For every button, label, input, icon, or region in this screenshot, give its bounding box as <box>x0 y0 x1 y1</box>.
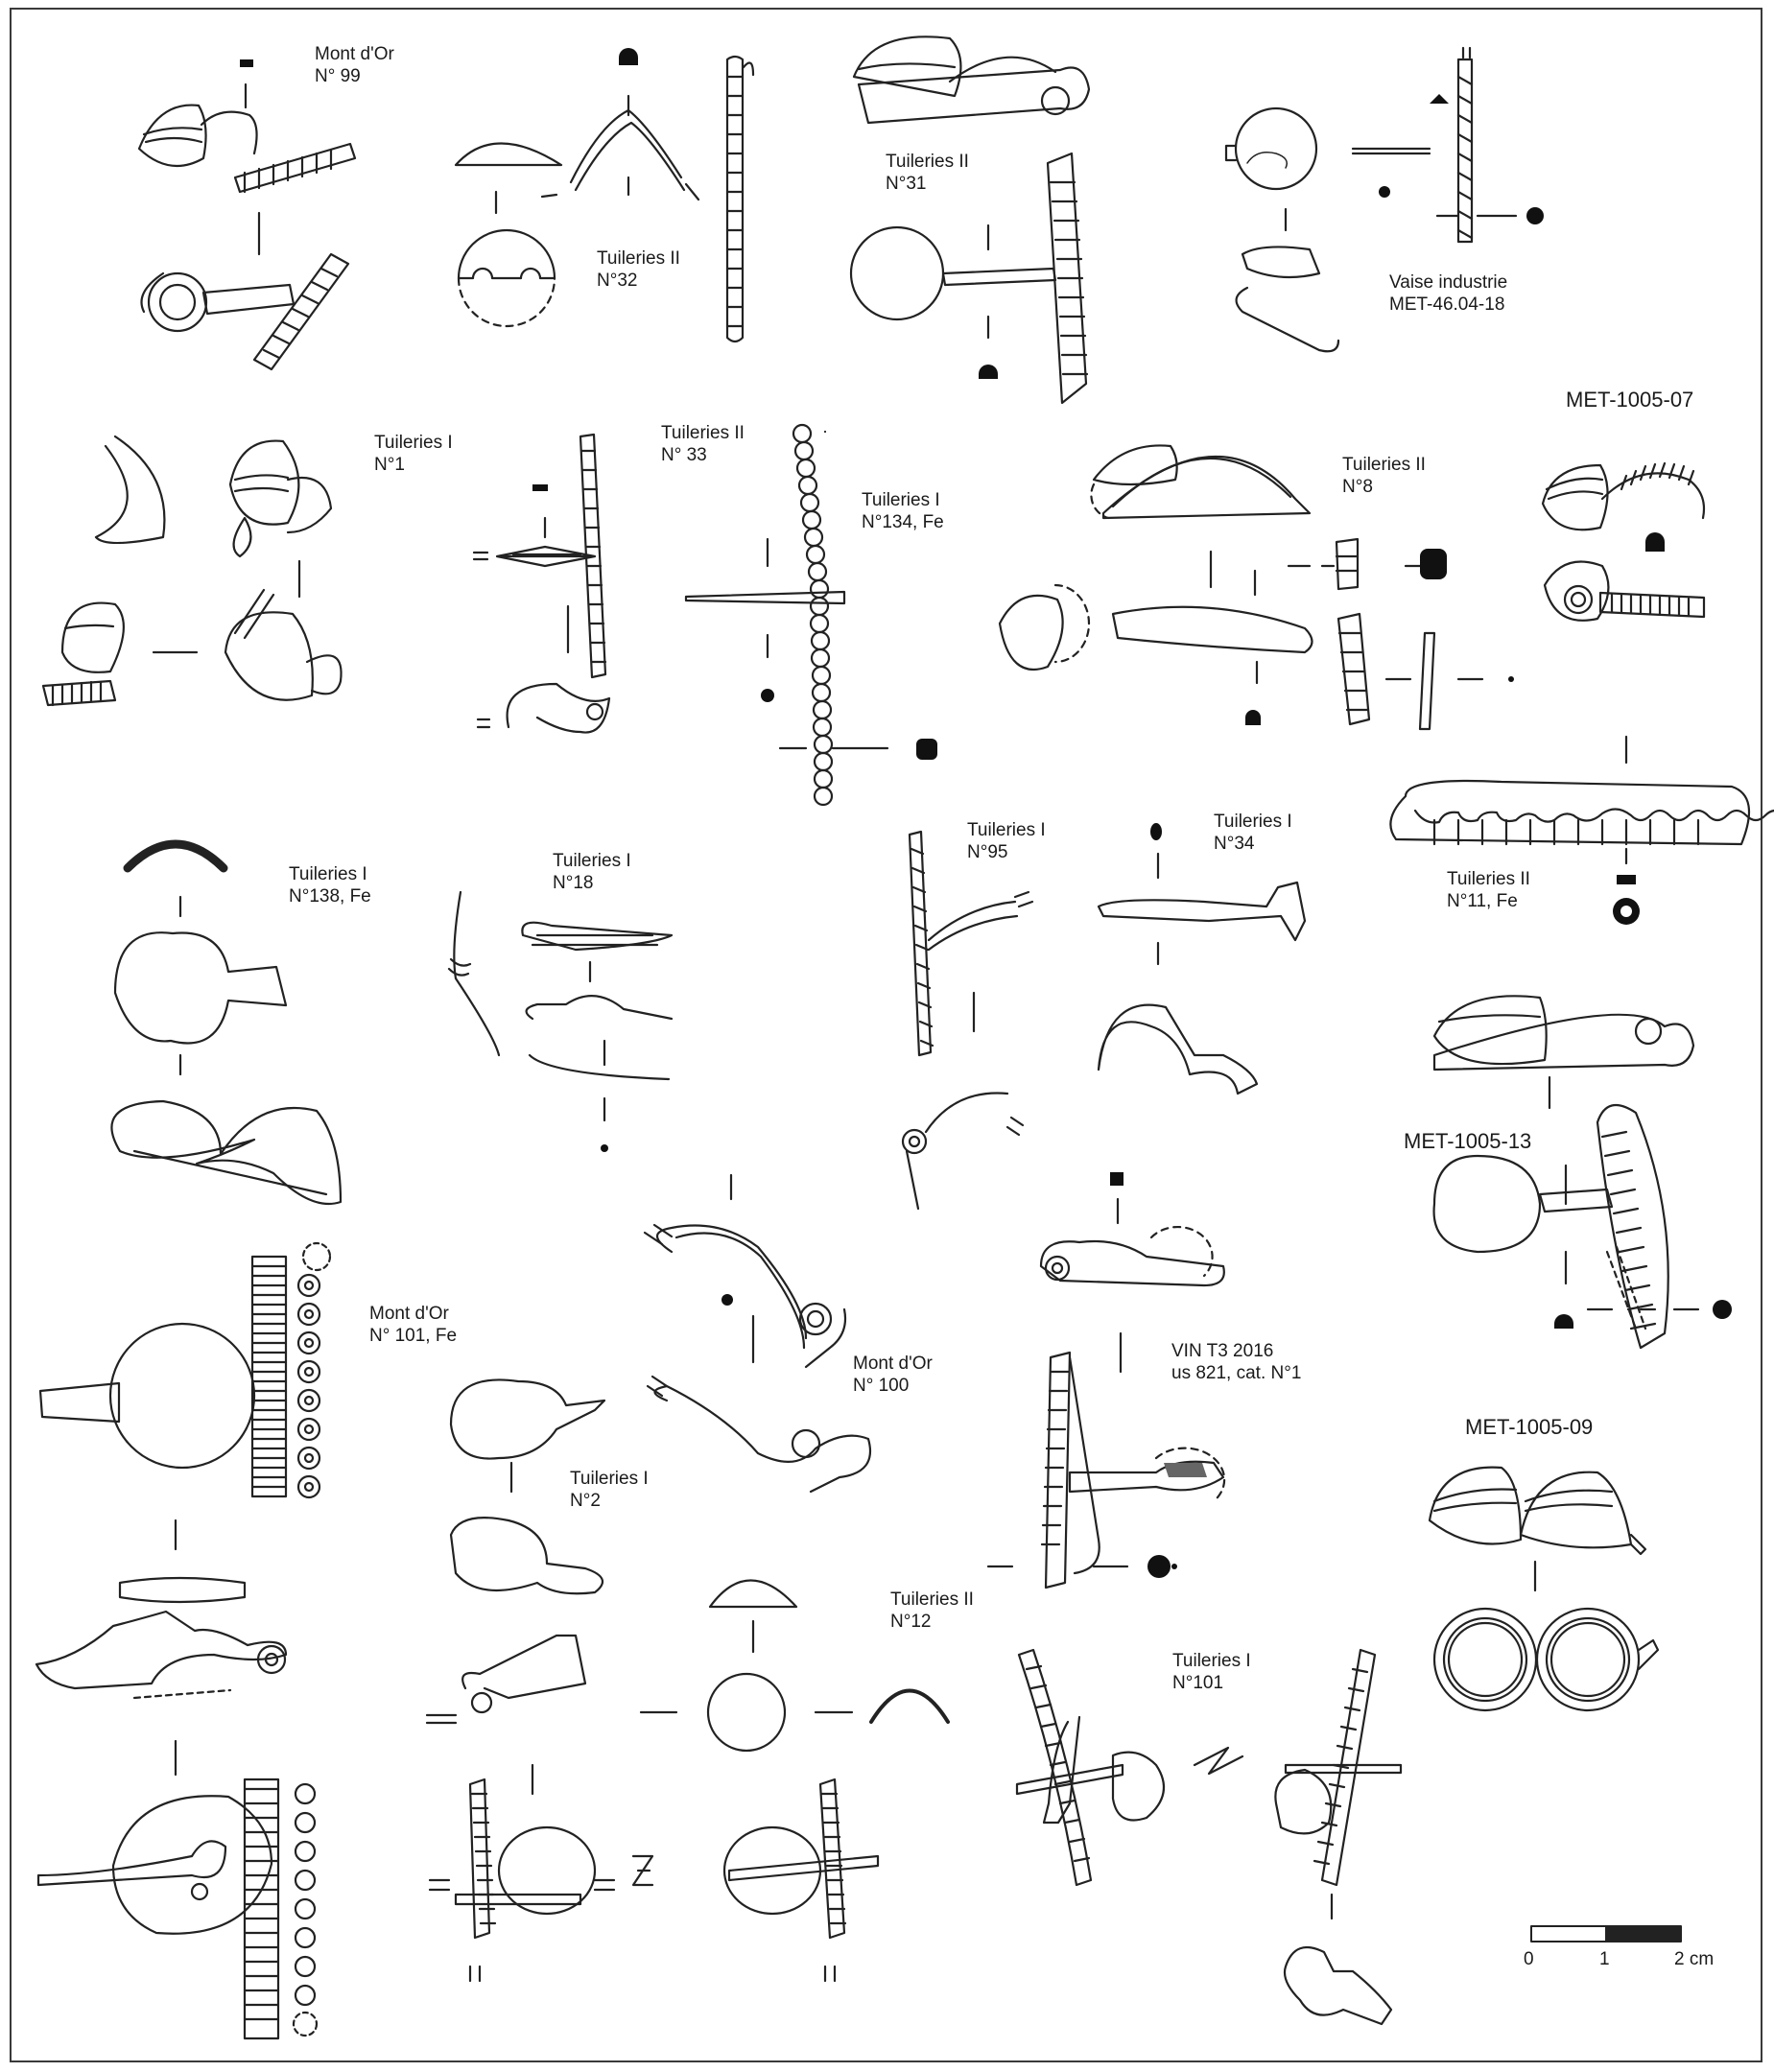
fibula-tuileries2-32 <box>454 48 755 343</box>
scale-tick-0: 0 <box>1524 1949 1534 1969</box>
label-site: Tuileries I <box>967 820 1046 840</box>
label-number: MET-1005-09 <box>1465 1415 1594 1439</box>
label-vin-t3-2016: VIN T3 2016 us 821, cat. N°1 <box>1171 1340 1301 1384</box>
label-site: Mont d'Or <box>369 1304 449 1324</box>
label-tuileries1-95: Tuileries I N°95 <box>967 819 1046 863</box>
label-number: N°32 <box>597 271 638 291</box>
label-site: Tuileries I <box>1172 1651 1251 1671</box>
fibula-tuileries1-2 <box>449 1378 606 1595</box>
fibula-tuileries1-18 <box>447 890 674 1152</box>
fibula-vaise-industrie <box>1224 46 1544 353</box>
label-number: N°95 <box>967 842 1008 862</box>
label-site: Mont d'Or <box>315 44 394 64</box>
label-mont-dor-100: Mont d'Or N° 100 <box>853 1353 933 1397</box>
label-number: N° 100 <box>853 1376 910 1396</box>
fibula-mont-dor-101 <box>35 1241 332 2040</box>
label-number: N°8 <box>1342 477 1373 497</box>
label-met-1005-07: MET-1005-07 <box>1566 388 1693 412</box>
fibula-tuileries1-1 <box>41 435 343 707</box>
label-number: us 821, cat. N°1 <box>1171 1363 1302 1383</box>
scale-bar <box>1530 1925 1682 1942</box>
label-number: N°2 <box>570 1491 601 1511</box>
fibula-tuileries1-34 <box>1097 823 1307 1095</box>
label-number: N°101 <box>1172 1673 1224 1693</box>
label-tuileries1-18: Tuileries I N°18 <box>553 850 631 894</box>
label-number: MET-1005-07 <box>1566 388 1694 412</box>
label-tuileries1-138: Tuileries I N°138, Fe <box>289 863 371 907</box>
label-number: N° 33 <box>661 445 707 465</box>
fibula-tuileries2-8 <box>998 444 1514 731</box>
label-site: Tuileries II <box>597 248 680 269</box>
label-site: Vaise industrie <box>1389 272 1508 293</box>
label-site: Tuileries I <box>289 864 367 884</box>
label-tuileries2-31: Tuileries II N°31 <box>886 151 969 195</box>
label-tuileries2-11: Tuileries II N°11, Fe <box>1447 868 1530 912</box>
fibula-tuileries2-12 <box>425 1579 950 1983</box>
fibula-met-1005-09 <box>1428 1466 1660 1712</box>
fibula-tuileries1-134 <box>684 423 937 807</box>
fibula-tuileries1-138 <box>110 839 343 1206</box>
label-site: VIN T3 2016 <box>1171 1341 1274 1361</box>
label-tuileries2-12: Tuileries II N°12 <box>890 1589 974 1633</box>
label-site: Tuileries II <box>1447 869 1530 889</box>
label-number: N°1 <box>374 455 405 475</box>
label-site: Tuileries I <box>553 851 631 871</box>
label-number: N°31 <box>886 174 927 194</box>
fibula-met-1005-13 <box>1432 995 1732 1350</box>
fibula-tuileries1-101 <box>1015 1648 1403 2026</box>
label-met-1005-09: MET-1005-09 <box>1465 1415 1593 1440</box>
label-number: MET-46.04-18 <box>1389 294 1505 315</box>
label-tuileries1-134: Tuileries I N°134, Fe <box>862 489 944 533</box>
label-number: N°12 <box>890 1612 932 1632</box>
fibula-mont-dor-100 <box>643 1173 872 1494</box>
label-met-1005-13: MET-1005-13 <box>1404 1129 1531 1154</box>
label-site: Tuileries II <box>661 423 745 443</box>
label-number: N° 99 <box>315 66 361 86</box>
label-site: Tuileries II <box>886 152 969 172</box>
label-tuileries1-2: Tuileries I N°2 <box>570 1468 649 1512</box>
label-site: Tuileries I <box>570 1469 649 1489</box>
label-tuileries1-101: Tuileries I N°101 <box>1172 1650 1251 1694</box>
fibula-tuileries2-31 <box>849 35 1091 405</box>
label-mont-dor-101: Mont d'Or N° 101, Fe <box>369 1303 457 1347</box>
label-tuileries2-33: Tuileries II N° 33 <box>661 422 745 466</box>
scale-tick-2cm: 2 cm <box>1674 1949 1715 1969</box>
label-site: Tuileries I <box>862 490 940 510</box>
label-number: N°18 <box>553 873 594 893</box>
label-number: N°34 <box>1214 834 1255 854</box>
plate-frame <box>10 8 1762 2062</box>
fibula-met-1005-07 <box>1541 461 1706 622</box>
label-number: N°11, Fe <box>1447 891 1518 911</box>
label-site: Tuileries I <box>1214 812 1292 832</box>
label-site: Mont d'Or <box>853 1354 933 1374</box>
fibula-tuileries2-33 <box>472 433 611 734</box>
label-site: Tuileries II <box>890 1589 974 1610</box>
fibula-tuileries1-95 <box>901 830 1034 1211</box>
scale-tick-1: 1 <box>1599 1949 1610 1969</box>
label-vaise-industrie: Vaise industrie MET-46.04-18 <box>1389 271 1507 316</box>
label-tuileries1-34: Tuileries I N°34 <box>1214 811 1292 855</box>
label-number: N° 101, Fe <box>369 1326 458 1346</box>
label-number: N°138, Fe <box>289 886 371 906</box>
label-mont-dor-99: Mont d'Or N° 99 <box>315 43 394 87</box>
label-number: MET-1005-13 <box>1404 1129 1532 1153</box>
label-tuileries2-8: Tuileries II N°8 <box>1342 454 1426 498</box>
label-tuileries2-32: Tuileries II N°32 <box>597 247 680 292</box>
fibula-vin-t3-2016 <box>986 1172 1226 1589</box>
fibula-tuileries2-11 <box>1389 735 1774 925</box>
label-site: Tuileries I <box>374 433 453 453</box>
fibula-mont-dor-99 <box>137 59 357 371</box>
label-tuileries1-1: Tuileries I N°1 <box>374 432 453 476</box>
label-site: Tuileries II <box>1342 455 1426 475</box>
label-number: N°134, Fe <box>862 512 944 532</box>
